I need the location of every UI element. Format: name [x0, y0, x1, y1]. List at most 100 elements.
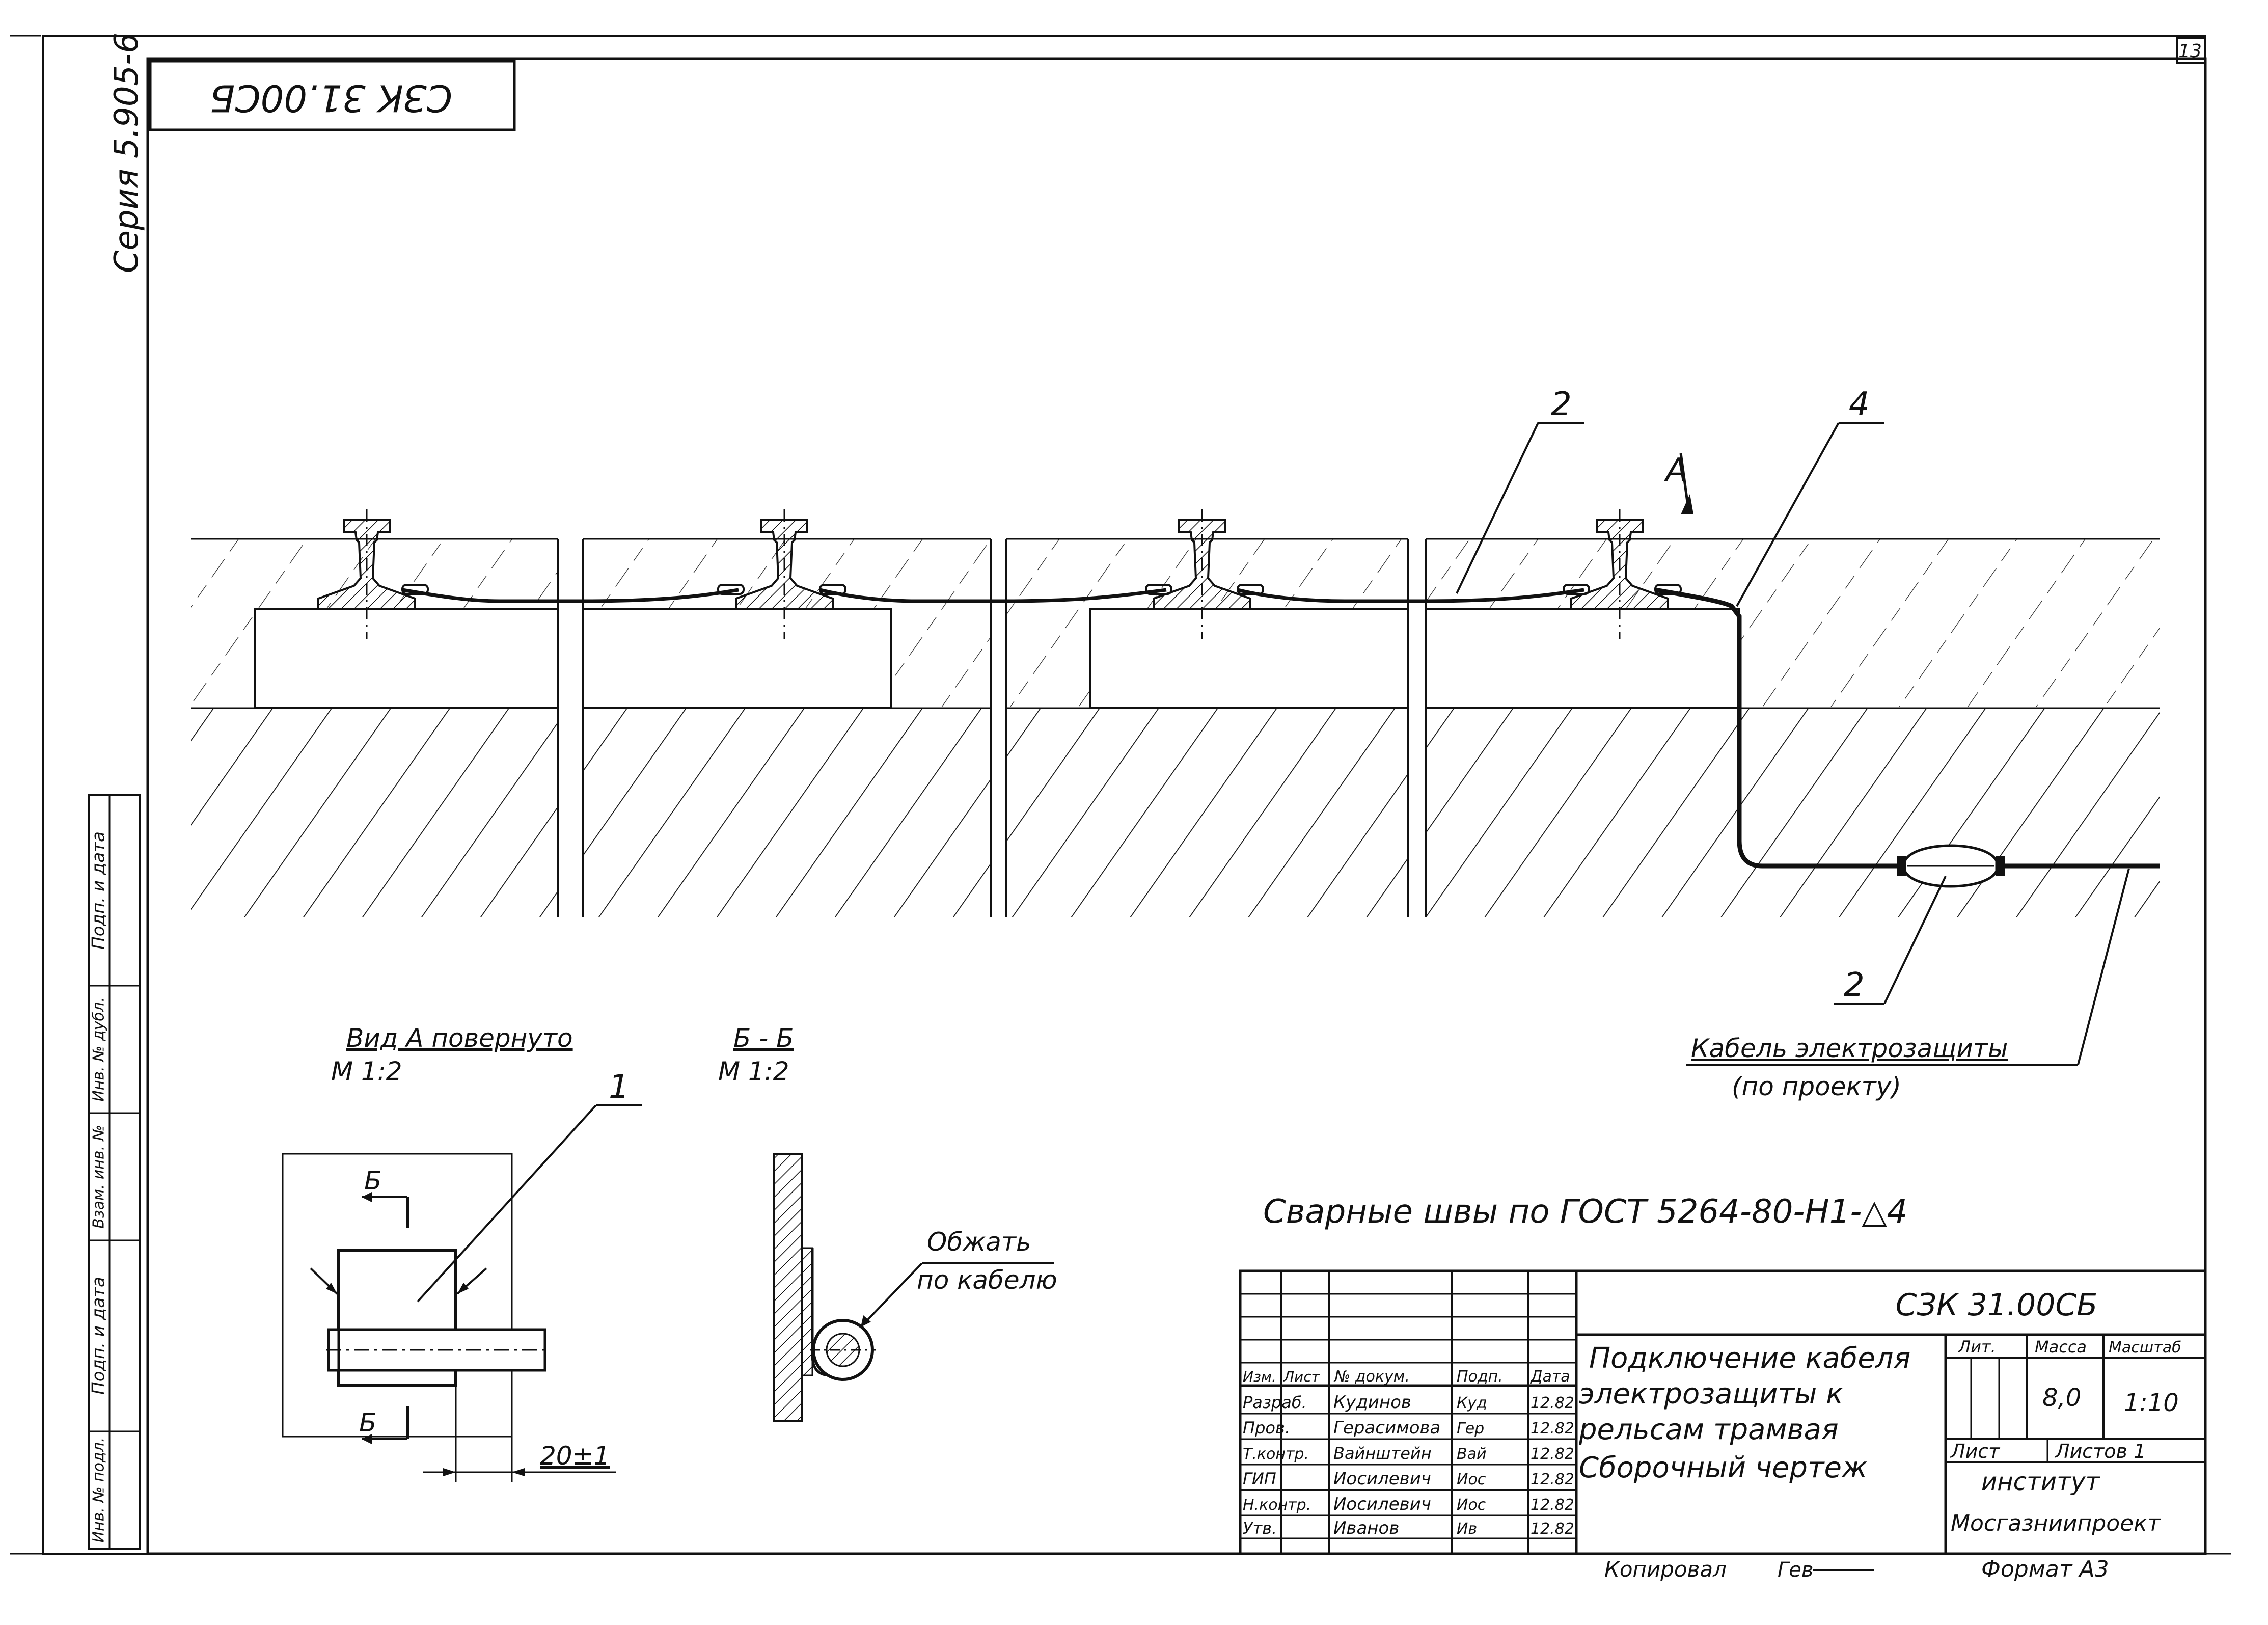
stamp-label-1: Подп. и дата — [89, 831, 109, 950]
signatory-row: ГИП Иосилевич Иос 12.82 — [1243, 1469, 1574, 1489]
row-role: Т.контр. — [1243, 1445, 1309, 1463]
row-sign: Иос — [1457, 1471, 1486, 1488]
protection-cable — [1655, 587, 2160, 869]
cable-lug — [819, 584, 846, 595]
view-arrow-a: A — [1663, 452, 1693, 514]
segment-4 — [1425, 538, 2160, 917]
col-header-list: Лист — [1283, 1368, 1320, 1385]
signatory-row: Т.контр. Вайнштейн Вай 12.82 — [1243, 1444, 1574, 1463]
cable-note-line2: (по проекту) — [1732, 1072, 1901, 1101]
section-title: Б - Б — [733, 1023, 794, 1053]
cable-lug — [1145, 584, 1172, 595]
row-name: Иосилевич — [1333, 1469, 1431, 1489]
leader-cable-note: Кабель электрозащиты (по проекту) — [1686, 868, 2130, 1101]
sheet-frame: 13 СЗК 31.00СБ Серия 5.905-6 — [10, 33, 2241, 1555]
segment-2 — [582, 538, 992, 917]
leader-item-2-top: 2 — [1456, 386, 1584, 594]
title-line-2: электрозащиты к — [1579, 1377, 1843, 1411]
view-a-title: Вид А повернуто — [346, 1023, 573, 1053]
lug-body — [337, 1249, 457, 1387]
row-name: Иванов — [1333, 1518, 1399, 1538]
page-number: 13 — [2178, 41, 2202, 62]
title-block: Изм. Лист № докум. Подп. Дата Разраб. Ку… — [1239, 1269, 2207, 1582]
side-stamp: Подп. и дата Инв. № дубл. Взам. инв. № П… — [88, 794, 141, 1550]
signatory-row: Н.контр. Иосилевич Иос 12.82 — [1243, 1494, 1574, 1514]
sheet-label: Лист — [1950, 1440, 2001, 1463]
row-date: 12.82 — [1531, 1496, 1574, 1514]
crimp-note-line2: по кабелю — [917, 1265, 1057, 1295]
col-header-izm: Изм. — [1243, 1368, 1276, 1385]
view-arrow-label: A — [1663, 452, 1688, 490]
jumper-cable — [402, 588, 739, 603]
row-sign: Гер — [1457, 1420, 1484, 1438]
leader-label-2-top: 2 — [1551, 386, 1572, 423]
mass-label: Масса — [2035, 1337, 2087, 1357]
cable-lug — [717, 584, 745, 595]
title-line-4: Сборочный чертеж — [1579, 1451, 1867, 1484]
stamp-label-2: Инв. № дубл. — [90, 997, 108, 1101]
leader-label-1: 1 — [609, 1068, 630, 1106]
col-header-sign: Подп. — [1457, 1368, 1503, 1386]
row-sign: Иос — [1457, 1496, 1486, 1514]
sheets-label: Листов 1 — [2054, 1440, 2146, 1463]
col-header-date: Дата — [1529, 1368, 1570, 1386]
stamp-label-4: Подп. и дата — [89, 1277, 109, 1395]
row-name: Вайнштейн — [1333, 1444, 1432, 1463]
row-date: 12.82 — [1531, 1520, 1574, 1538]
row-role: Пров. — [1243, 1418, 1290, 1438]
cable-lug — [1563, 584, 1590, 595]
cable-note-line1: Кабель электрозащиты — [1691, 1034, 2008, 1063]
col-header-doc: № докум. — [1333, 1368, 1410, 1386]
view-a-scale: М 1:2 — [331, 1057, 402, 1086]
mass-value: 8,0 — [2042, 1384, 2081, 1412]
title-line-3: рельсам трамвая — [1578, 1413, 1839, 1446]
cable-lug — [1237, 584, 1264, 595]
row-role: ГИП — [1243, 1469, 1276, 1488]
section-scale: М 1:2 — [718, 1057, 789, 1086]
format-label: Формат А3 — [1981, 1556, 2109, 1582]
signatory-row: Пров. Герасимова Гер 12.82 — [1243, 1418, 1574, 1438]
lit-label: Лит. — [1958, 1337, 1996, 1357]
row-sign: Ив — [1457, 1520, 1477, 1538]
org-line-2: Мосгазниипроект — [1951, 1510, 2161, 1536]
cable-lug — [401, 584, 429, 595]
signatory-row: Разраб. Кудинов Куд 12.82 — [1243, 1392, 1574, 1413]
section-mark-top: Б — [364, 1166, 381, 1196]
title-line-1: Подключение кабеля — [1589, 1342, 1910, 1375]
track-cross-section: A 2 4 2 Кабель электрозащиты (по проекту… — [191, 386, 2160, 1101]
row-sign: Куд — [1457, 1394, 1487, 1412]
segment-1 — [191, 538, 559, 917]
title-block-doc-code: СЗК 31.00СБ — [1896, 1287, 2098, 1323]
stamp-label-5: Инв. № подл. — [90, 1438, 108, 1543]
row-role: Н.контр. — [1243, 1496, 1311, 1514]
signatory-row: Утв. Иванов Ив 12.82 — [1243, 1518, 1574, 1538]
row-name: Кудинов — [1333, 1392, 1411, 1413]
row-role: Утв. — [1243, 1519, 1277, 1538]
stamp-label-3: Взам. инв. № — [90, 1125, 108, 1229]
row-date: 12.82 — [1531, 1394, 1574, 1412]
leader-item-2-bottom: 2 — [1834, 876, 1947, 1005]
section-mark-bottom: Б — [359, 1408, 376, 1438]
row-sign: Вай — [1457, 1445, 1486, 1463]
row-role: Разраб. — [1243, 1393, 1307, 1412]
scale-value: 1:10 — [2124, 1389, 2179, 1417]
row-date: 12.82 — [1531, 1420, 1574, 1438]
row-name: Герасимова — [1333, 1418, 1440, 1438]
rotated-doc-code: СЗК 31.00СБ — [210, 76, 452, 119]
jumper-cable — [1237, 588, 1584, 603]
cable-coupling — [1897, 844, 2005, 888]
scale-label: Масштаб — [2109, 1339, 2181, 1357]
section-b-b: Б - Б М 1:2 Обжать по кабелю — [718, 1023, 1057, 1422]
copied-sign: Гев — [1778, 1558, 1813, 1582]
leader-label-2-bottom: 2 — [1844, 966, 1865, 1004]
row-date: 12.82 — [1531, 1445, 1574, 1463]
dimension-label: 20±1 — [540, 1441, 610, 1471]
segment-3 — [1005, 538, 1409, 917]
org-line-1: институт — [1981, 1468, 2100, 1496]
view-a-detail: Вид А повернуто М 1:2 Б Б 20±1 1 — [282, 1023, 642, 1482]
weld-note: Сварные швы по ГОСТ 5264-80-Н1-△4 — [1263, 1193, 1907, 1231]
row-date: 12.82 — [1531, 1471, 1574, 1488]
jumper-cable — [819, 588, 1167, 603]
copied-label: Копировал — [1604, 1557, 1727, 1582]
